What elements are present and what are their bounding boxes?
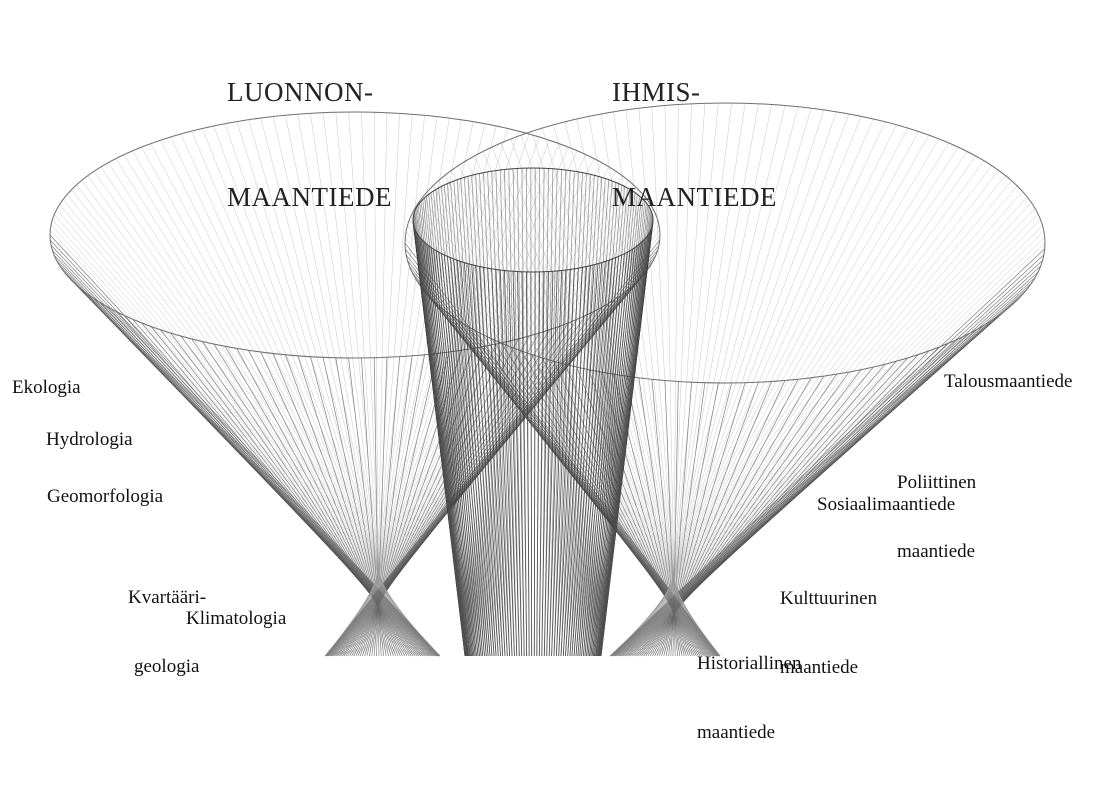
physical-geography-heading: LUONNON- MAANTIEDE [227, 5, 392, 285]
human-geography-heading-line2: MAANTIEDE [612, 180, 777, 215]
label-sosiaalimaantiede: Sosiaalimaantiede [817, 493, 955, 516]
physical-cone-line [67, 276, 437, 657]
label-poliittinen-line1: Poliittinen [897, 471, 976, 494]
label-poliittinen-maantiede: Poliittinen maantiede [897, 425, 976, 609]
human-geography-heading: IHMIS- MAANTIEDE [612, 5, 777, 285]
geography-cones-diagram: LUONNON- MAANTIEDE IHMIS- MAANTIEDE Ekol… [0, 0, 1109, 661]
label-ekologia: Ekologia [12, 376, 81, 399]
label-klimatologia: Klimatologia [186, 607, 286, 630]
cylinder-line [534, 168, 535, 656]
physical-geography-heading-line1: LUONNON- [227, 75, 392, 110]
label-talousmaantiede: Talousmaantiede [944, 370, 1072, 393]
label-kvartaarigeologia-line1: Kvartääri- [128, 586, 206, 609]
cylinder-line [496, 270, 512, 657]
label-historiallinen-line2: maantiede [697, 721, 801, 744]
label-geomorfologia: Geomorfologia [47, 485, 163, 508]
physical-geography-heading-line2: MAANTIEDE [227, 180, 392, 215]
label-poliittinen-line2: maantiede [897, 540, 976, 563]
cylinder-line [537, 168, 540, 656]
label-historiallinen-line1: Historiallinen [697, 652, 801, 675]
label-kvartaarigeologia-line2: geologia [128, 655, 206, 678]
label-hydrologia: Hydrologia [46, 428, 133, 451]
label-historiallinen-maantiede: Historiallinen maantiede [697, 606, 801, 790]
cylinder-line [531, 168, 532, 656]
human-geography-heading-line1: IHMIS- [612, 75, 777, 110]
physical-cone-line [52, 250, 439, 656]
label-kvartaarigeologia: Kvartääri- geologia [128, 540, 206, 724]
